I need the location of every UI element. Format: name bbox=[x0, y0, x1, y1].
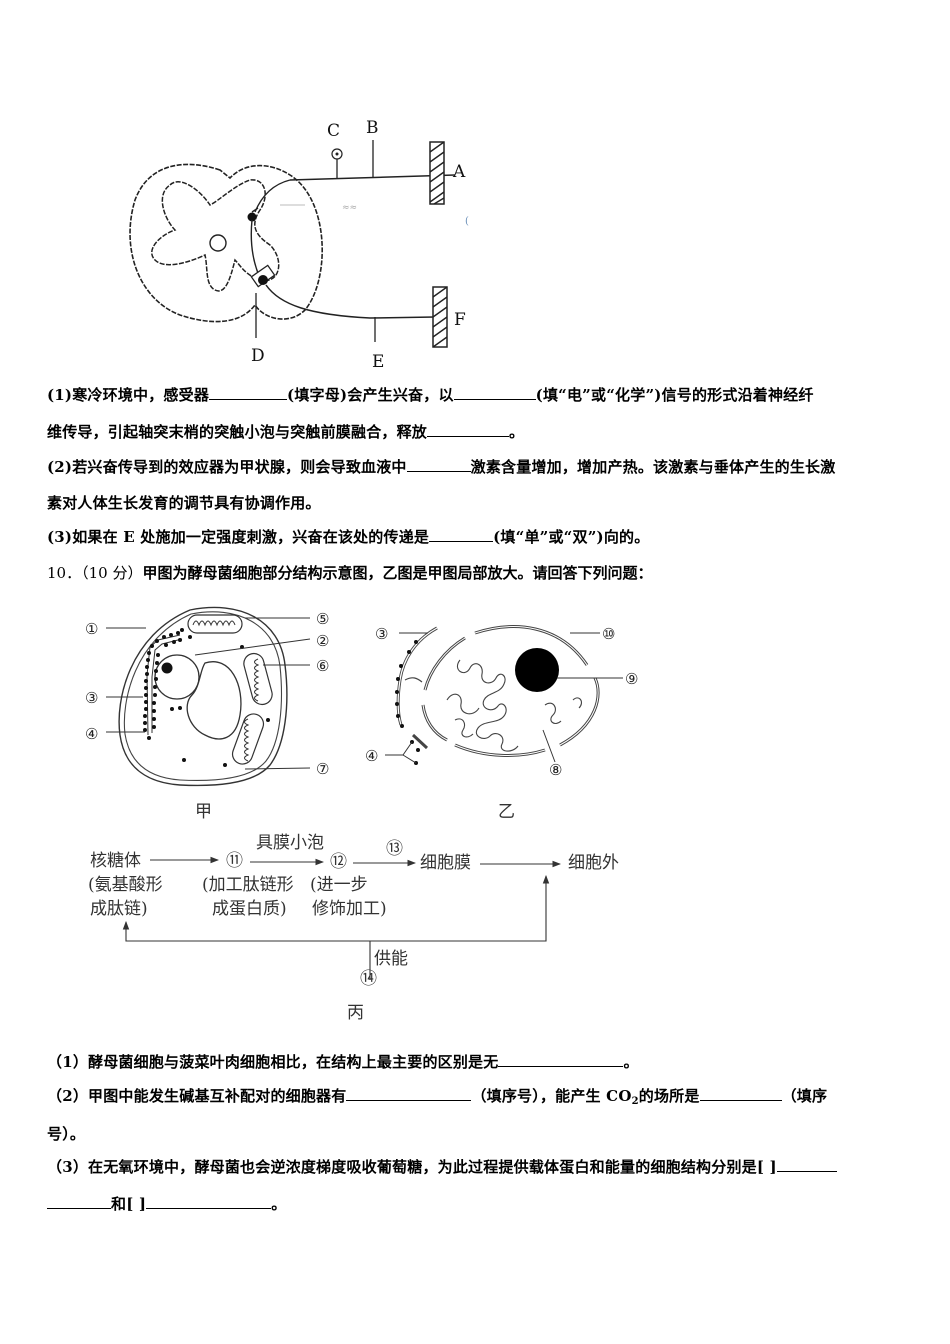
flow-arrows bbox=[122, 856, 562, 980]
label-7: ⑦ bbox=[316, 760, 329, 778]
q9-part2-line2: 素对人体生长发育的调节具有协调作用。 bbox=[47, 494, 321, 512]
answer-blank-signal-type[interactable] bbox=[453, 385, 536, 400]
answer-blank-structure[interactable] bbox=[498, 1052, 624, 1067]
svg-text:≈≈: ≈≈ bbox=[342, 203, 357, 213]
label-1: ① bbox=[85, 620, 98, 638]
node-cell-exterior: 细胞外 bbox=[568, 853, 619, 873]
label-3: ③ bbox=[85, 689, 98, 707]
node-12-note1: (进一步 bbox=[310, 875, 368, 895]
label-4-yi: ④ bbox=[365, 747, 378, 765]
label-F: F bbox=[454, 310, 466, 330]
q10-sub2-line2: 号）。 bbox=[47, 1125, 86, 1143]
node-12-note2: 修饰加工) bbox=[312, 899, 387, 919]
label-energy-supply: 供能 bbox=[374, 949, 408, 969]
q9-part1-line2: 维传导，引起轴突末梢的突触小泡与突触前膜融合，释放。 bbox=[47, 422, 525, 441]
answer-blank-organelles[interactable] bbox=[346, 1086, 472, 1101]
q10-sub1: （1）酵母菌细胞与菠菜叶肉细胞相比，在结构上最主要的区别是无。 bbox=[47, 1052, 639, 1071]
answer-blank-carrier-structure-cont[interactable] bbox=[47, 1194, 111, 1209]
label-A: A bbox=[452, 162, 466, 182]
caption-bing: 丙 bbox=[347, 1003, 364, 1023]
node-ribosome: 核糖体 bbox=[90, 851, 141, 871]
q9-part1-line1: (1)寒冷环境中，感受器(填字母)会产生兴奋，以(填“电”或“化学”)信号的形式… bbox=[47, 385, 814, 404]
label-13: ⑬ bbox=[386, 839, 403, 859]
q10-sub2-line1: （2）甲图中能发生碱基互补配对的细胞器有（填序号），能产生 CO2的场所是（填序 bbox=[47, 1086, 828, 1107]
label-3-yi: ③ bbox=[375, 625, 388, 643]
reflex-arc-figure: ≈≈ ( C B A F D E bbox=[129, 118, 469, 372]
svg-text:(: ( bbox=[465, 216, 469, 227]
label-D: D bbox=[251, 346, 265, 366]
q9-part3: (3)如果在 E 处施加一定强度刺激，兴奋在该处的传递是(填“单”或“双”)向的… bbox=[47, 527, 650, 546]
q10-sub3-line2: 和[ ]。 bbox=[47, 1194, 286, 1214]
label-6: ⑥ bbox=[316, 657, 329, 675]
q10-sub3-line1: （3）在无氧环境中，酵母菌也会逆浓度梯度吸收葡萄糖，为此过程提供载体蛋白和能量的… bbox=[47, 1157, 837, 1177]
label-2: ② bbox=[316, 632, 329, 650]
figure-yi-nucleus: ③ ⑩ ⑨ ④ ⑧ 乙 bbox=[365, 625, 638, 822]
node-11-note1: (加工肽链形 bbox=[202, 875, 294, 895]
answer-blank-co2-site[interactable] bbox=[699, 1086, 782, 1101]
answer-blank-neurotransmitter[interactable] bbox=[427, 422, 510, 437]
label-vesicle: 具膜小泡 bbox=[256, 833, 324, 853]
node-12: ⑫ bbox=[330, 852, 347, 872]
label-10: ⑩ bbox=[602, 625, 615, 643]
label-4: ④ bbox=[85, 725, 98, 743]
answer-blank-carrier-structure[interactable] bbox=[776, 1157, 837, 1172]
node-11-note2: 成蛋白质) bbox=[212, 899, 287, 919]
node-cell-membrane: 细胞膜 bbox=[420, 853, 471, 873]
label-E: E bbox=[372, 352, 384, 372]
answer-blank-hormone[interactable] bbox=[406, 457, 471, 472]
answer-blank-receptor[interactable] bbox=[209, 385, 288, 400]
caption-jia: 甲 bbox=[195, 802, 212, 822]
q9-part2-line1: (2)若兴奋传导到的效应器为甲状腺，则会导致血液中激素含量增加，增加产热。该激素… bbox=[47, 457, 836, 476]
label-9: ⑨ bbox=[625, 670, 638, 688]
q10-heading: 10．（10 分）甲图为酵母菌细胞部分结构示意图，乙图是甲图局部放大。请回答下列… bbox=[47, 564, 653, 582]
node-ribosome-note1: (氨基酸形 bbox=[88, 875, 163, 895]
label-5: ⑤ bbox=[316, 610, 329, 628]
node-11: ⑪ bbox=[226, 851, 243, 871]
caption-yi: 乙 bbox=[498, 802, 515, 822]
node-14: ⑭ bbox=[360, 969, 377, 989]
node-ribosome-note2: 成肽链) bbox=[90, 899, 148, 919]
figure-bing-flow: 核糖体 (氨基酸形 成肽链) ⑪ (加工肽链形 成蛋白质) 具膜小泡 ⑫ (进一… bbox=[80, 830, 650, 1030]
label-8: ⑧ bbox=[549, 761, 562, 779]
label-B: B bbox=[366, 118, 379, 138]
answer-blank-energy-structure[interactable] bbox=[146, 1194, 272, 1209]
answer-blank-direction[interactable] bbox=[429, 527, 494, 542]
label-C: C bbox=[327, 121, 340, 141]
figure-jia-yeast-cell: ① ⑤ ② ⑥ ③ ④ ⑦ 甲 bbox=[85, 606, 329, 822]
